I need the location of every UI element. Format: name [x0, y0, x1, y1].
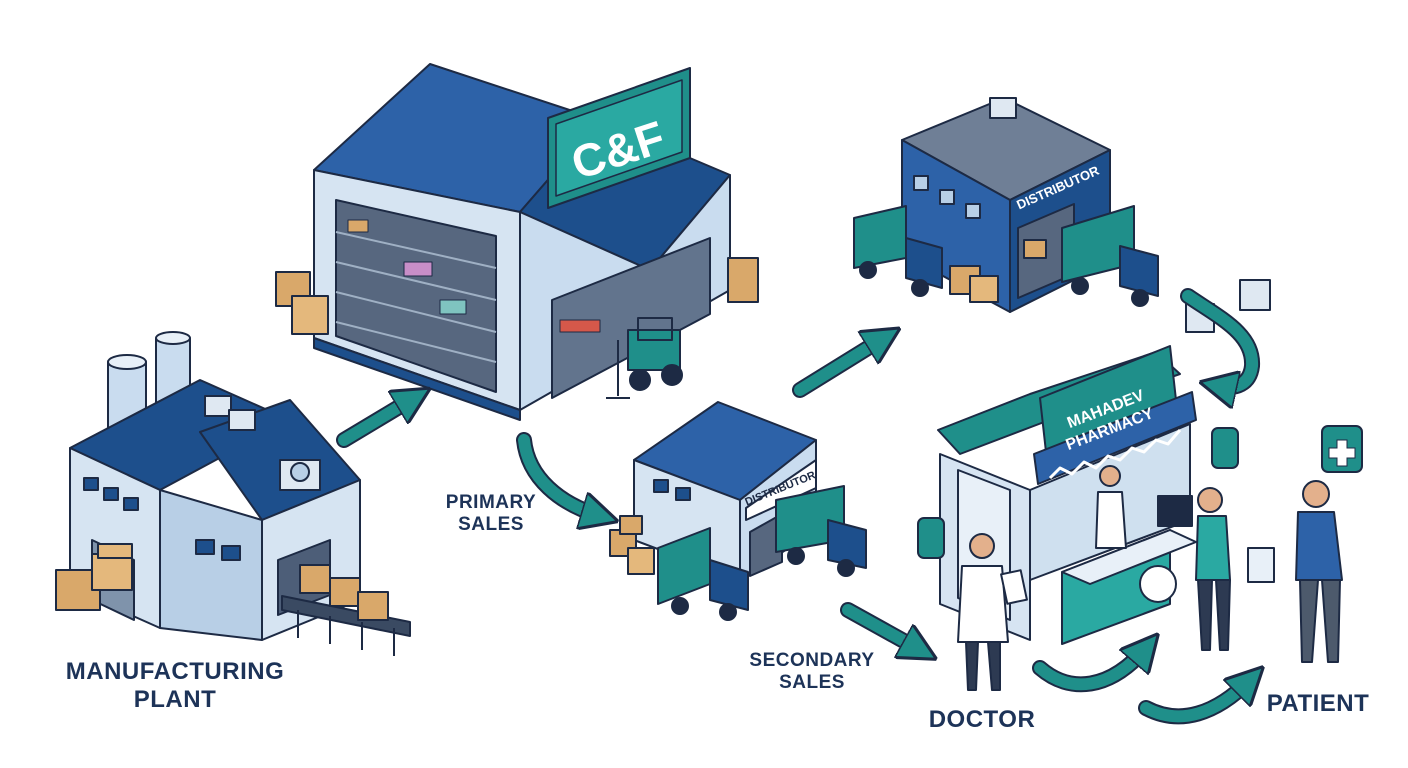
customer-icon — [1195, 487, 1231, 651]
label-manufacturing-line1: MANUFACTURING — [65, 658, 285, 685]
factory-icon — [55, 331, 411, 656]
label-secondary-sales: SECONDARY SALES — [742, 650, 882, 694]
label-secondary-line2: SALES — [779, 671, 845, 693]
patient-icon — [1247, 480, 1343, 663]
truck-icon — [853, 205, 943, 297]
label-primary-sales: PRIMARY SALES — [436, 492, 546, 536]
warehouse-icon — [275, 63, 759, 421]
label-manufacturing-plant: MANUFACTURING PLANT — [60, 658, 290, 713]
label-primary-line1: PRIMARY — [445, 492, 537, 513]
label-manufacturing-line2: PLANT — [133, 685, 217, 713]
truck-icon — [1061, 205, 1159, 307]
distributor-icon — [609, 401, 867, 621]
label-primary-line2: SALES — [458, 513, 524, 535]
doctor-icon — [957, 533, 1028, 691]
forklift-icon — [606, 317, 683, 399]
truck-icon — [657, 527, 749, 621]
flow-arrow-icon — [336, 288, 1252, 725]
truck-icon — [775, 485, 867, 577]
label-patient: PATIENT — [1266, 690, 1370, 717]
label-secondary-line1: SECONDARY — [749, 650, 875, 671]
medical-cross-icon — [917, 425, 1363, 559]
distributor-icon — [853, 97, 1271, 333]
label-doctor: DOCTOR — [928, 706, 1036, 733]
